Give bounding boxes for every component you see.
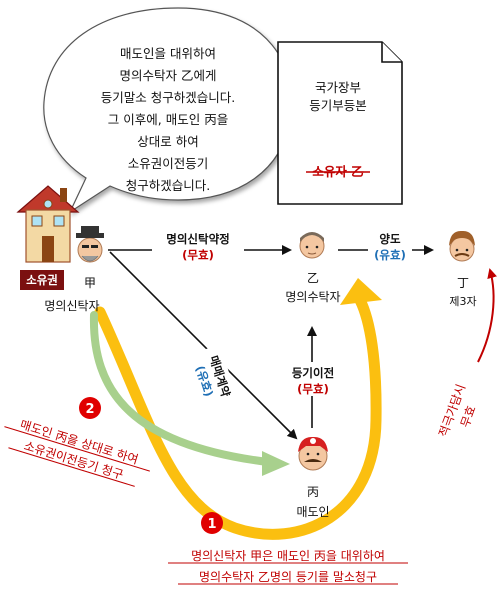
bona-fide-arrow	[477, 268, 497, 363]
transfer-status: (유효)	[374, 248, 406, 262]
sale-contract-line	[109, 251, 298, 440]
sale-contract-label: 매매계약 (유효)	[187, 344, 239, 413]
transfer-text: 양도	[379, 232, 401, 246]
yellow-arrow	[94, 278, 382, 540]
registry-title-1: 국가장부	[315, 80, 361, 95]
step-1-number: 1	[207, 517, 216, 532]
bubble-line-2: 명의수탁자 乙에게	[120, 68, 217, 83]
step-1-line-2: 명의수탁자 乙명의 등기를 말소청구	[199, 570, 377, 584]
owner-badge-text: 소유권	[26, 273, 58, 287]
step-2-underline-1	[4, 426, 150, 472]
step-2-number: 2	[85, 402, 94, 417]
nominee-avatar-icon	[299, 232, 325, 259]
trustee-role: 명의신탁자	[44, 299, 99, 313]
green-arrow	[89, 311, 290, 476]
registration-label: 등기이전 (무효)	[284, 362, 342, 396]
seller-avatar-icon	[298, 436, 328, 471]
speech-bubble: 매도인을 대위하여 명의수탁자 乙에게 등기말소 청구하겠습니다. 그 이후에,…	[43, 7, 293, 214]
trust-agreement-status: (무효)	[182, 248, 214, 262]
seller-glyph: 丙	[307, 485, 319, 499]
registration-text: 등기이전	[292, 366, 334, 380]
house-icon	[16, 185, 80, 263]
trustee-glyph: 甲	[84, 276, 96, 290]
registry-document: 국가장부 등기부등본 소유자 乙	[277, 41, 403, 205]
bona-fide-line-2: 무효	[458, 404, 479, 430]
owner-badge: 소유권	[20, 270, 64, 290]
registry-title-2: 등기부등본	[309, 98, 367, 113]
trust-agreement-label: 명의신탁약정 (무효)	[152, 228, 244, 264]
nominee-glyph: 乙	[307, 271, 319, 285]
bona-fide-label: 적극가담시 무효	[436, 382, 479, 439]
step-2-underline-2	[8, 447, 135, 487]
bubble-line-1: 매도인을 대위하여	[120, 46, 216, 61]
step-1-line-1: 명의신탁자 甲은 매도인 丙을 대위하여	[191, 549, 385, 563]
trustee-avatar-icon	[76, 226, 104, 263]
bubble-line-7: 청구하겠습니다.	[126, 178, 210, 193]
nominee-role: 명의수탁자	[285, 290, 340, 304]
third-party-glyph: 丁	[457, 276, 469, 290]
registration-status: (무효)	[297, 382, 329, 396]
bubble-line-3: 등기말소 청구하겠습니다.	[101, 90, 235, 105]
bubble-line-4: 그 이후에, 매도인 丙을	[108, 112, 228, 127]
seller-role: 매도인	[296, 505, 329, 519]
third-party-role: 제3자	[449, 295, 476, 308]
step-1: 1 명의신탁자 甲은 매도인 丙을 대위하여 명의수탁자 乙명의 등기를 말소청…	[168, 512, 408, 585]
third-party-avatar-icon	[449, 230, 475, 262]
bubble-line-6: 소유권이전등기	[128, 156, 209, 171]
transfer-label: 양도 (유효)	[368, 228, 412, 264]
bubble-line-5: 상대로 하여	[137, 134, 198, 149]
trust-agreement-text: 명의신탁약정	[166, 232, 229, 246]
